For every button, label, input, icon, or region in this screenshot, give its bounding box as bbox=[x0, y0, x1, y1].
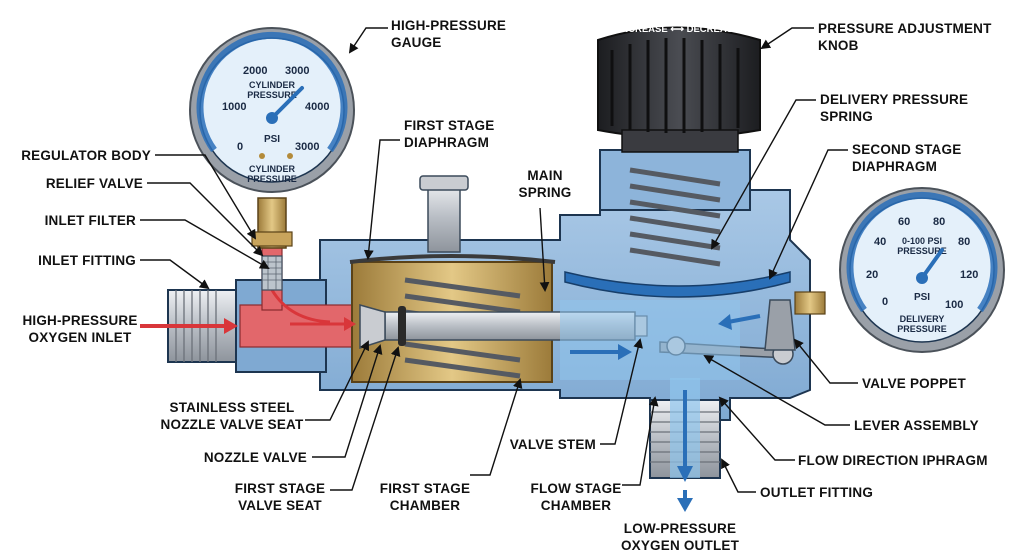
label-relief-valve: RELIEF VALVE bbox=[46, 176, 143, 191]
hp-tick-3: 3000 bbox=[285, 65, 309, 77]
lp-tick-3: 60 bbox=[898, 216, 910, 228]
label-first-stage-diaphragm-2: DIAPHRAGM bbox=[404, 135, 489, 150]
hp-tick-5: 3000 bbox=[295, 141, 319, 153]
label-high-pressure-gauge-2: GAUGE bbox=[391, 35, 442, 50]
hp-tick-2: 2000 bbox=[243, 65, 267, 77]
valve-poppet bbox=[764, 291, 826, 351]
lp-sub-1: DELIVERY bbox=[900, 314, 945, 324]
hp-tick-1: 1000 bbox=[222, 101, 246, 113]
label-valve-poppet: VALVE POPPET bbox=[862, 376, 966, 391]
hp-title-2: PRESSURE bbox=[247, 90, 297, 100]
label-valve-stem: VALVE STEM bbox=[510, 437, 596, 452]
flow-arrows bbox=[140, 314, 761, 512]
hp-title-1: CYLINDER bbox=[249, 80, 296, 90]
lp-title-1: 0-100 PSI bbox=[902, 236, 942, 246]
label-second-diaphragm-1: SECOND STAGE bbox=[852, 142, 961, 157]
label-fs-valve-seat-2: VALVE SEAT bbox=[238, 498, 322, 513]
label-adjust-knob-1: PRESSURE ADJUSTMENT bbox=[818, 21, 992, 36]
label-hp-inlet-1: HIGH-PRESSURE bbox=[22, 313, 137, 328]
pressure-adjustment-knob: INCREASE ⟷ DECREASE bbox=[597, 24, 761, 153]
second-stage-diaphragm bbox=[564, 271, 791, 298]
label-nozzle-valve: NOZZLE VALVE bbox=[204, 450, 307, 465]
hp-tick-4: 4000 bbox=[305, 101, 329, 113]
nozzle-valve bbox=[359, 304, 406, 350]
lp-tick-7: 100 bbox=[945, 299, 963, 311]
label-flow-direction: FLOW DIRECTION IPHRAGM bbox=[798, 453, 988, 468]
label-inlet-filter: INLET FILTER bbox=[45, 213, 136, 228]
lp-tick-1: 20 bbox=[866, 269, 878, 281]
lp-tick-0: 0 bbox=[882, 296, 888, 308]
label-main-spring-1: MAIN bbox=[527, 168, 562, 183]
label-adjust-knob-2: KNOB bbox=[818, 38, 859, 53]
relief-valve bbox=[251, 197, 293, 249]
label-main-spring-2: SPRING bbox=[519, 185, 572, 200]
delivery-pressure-spring bbox=[629, 167, 721, 267]
hp-unit: PSI bbox=[264, 134, 280, 145]
labels: HIGH-PRESSURE GAUGE REGULATOR BODY RELIE… bbox=[21, 18, 992, 553]
label-fs-chamber-2: CHAMBER bbox=[390, 498, 460, 513]
hp-sub-1: CYLINDER bbox=[249, 164, 296, 174]
lp-title-2: PRESSURE bbox=[897, 246, 947, 256]
lp-tick-6: 120 bbox=[960, 269, 978, 281]
hp-sub-2: PRESSURE bbox=[247, 174, 297, 184]
label-lp-outlet-2: OXYGEN OUTLET bbox=[621, 538, 740, 553]
hp-needle bbox=[270, 86, 304, 120]
hp-tick-0: 0 bbox=[237, 141, 243, 153]
label-hp-inlet-2: OXYGEN INLET bbox=[29, 330, 132, 345]
inlet-filter bbox=[261, 255, 283, 291]
lp-sub-2: PRESSURE bbox=[897, 324, 947, 334]
high-pressure-gauge: 0 1000 2000 3000 4000 3000 CYLINDER PRES… bbox=[189, 27, 355, 193]
lp-tick-2: 40 bbox=[874, 236, 886, 248]
lp-unit: PSI bbox=[914, 292, 930, 303]
label-flow-stage-chamber-2: CHAMBER bbox=[541, 498, 611, 513]
label-fs-valve-seat-1: FIRST STAGE bbox=[235, 481, 325, 496]
lp-tick-5: 80 bbox=[958, 236, 970, 248]
label-lever-assembly: LEVER ASSEMBLY bbox=[854, 418, 979, 433]
label-lp-outlet-1: LOW-PRESSURE bbox=[624, 521, 736, 536]
label-inlet-fitting: INLET FITTING bbox=[38, 253, 136, 268]
knob-direction-text: INCREASE ⟷ DECREASE bbox=[619, 24, 740, 35]
flow-stage-chamber bbox=[560, 300, 740, 380]
label-first-stage-diaphragm-1: FIRST STAGE bbox=[404, 118, 494, 133]
leader-lines bbox=[140, 27, 858, 493]
label-regulator-body: REGULATOR BODY bbox=[21, 148, 151, 163]
lp-tick-4: 80 bbox=[933, 216, 945, 228]
label-flow-stage-chamber-1: FLOW STAGE bbox=[531, 481, 622, 496]
label-high-pressure-gauge-1: HIGH-PRESSURE bbox=[391, 18, 506, 33]
label-delivery-spring-1: DELIVERY PRESSURE bbox=[820, 92, 968, 107]
delivery-pressure-gauge: 0 20 40 60 80 80 120 100 0-100 PSI PRESS… bbox=[839, 187, 1005, 353]
label-fs-chamber-1: FIRST STAGE bbox=[380, 481, 470, 496]
label-delivery-spring-2: SPRING bbox=[820, 109, 873, 124]
label-stainless-seat-2: NOZZLE VALVE SEAT bbox=[161, 417, 304, 432]
label-outlet-fitting: OUTLET FITTING bbox=[760, 485, 873, 500]
label-stainless-seat-1: STAINLESS STEEL bbox=[169, 400, 294, 415]
label-second-diaphragm-2: DIAPHRAGM bbox=[852, 159, 937, 174]
